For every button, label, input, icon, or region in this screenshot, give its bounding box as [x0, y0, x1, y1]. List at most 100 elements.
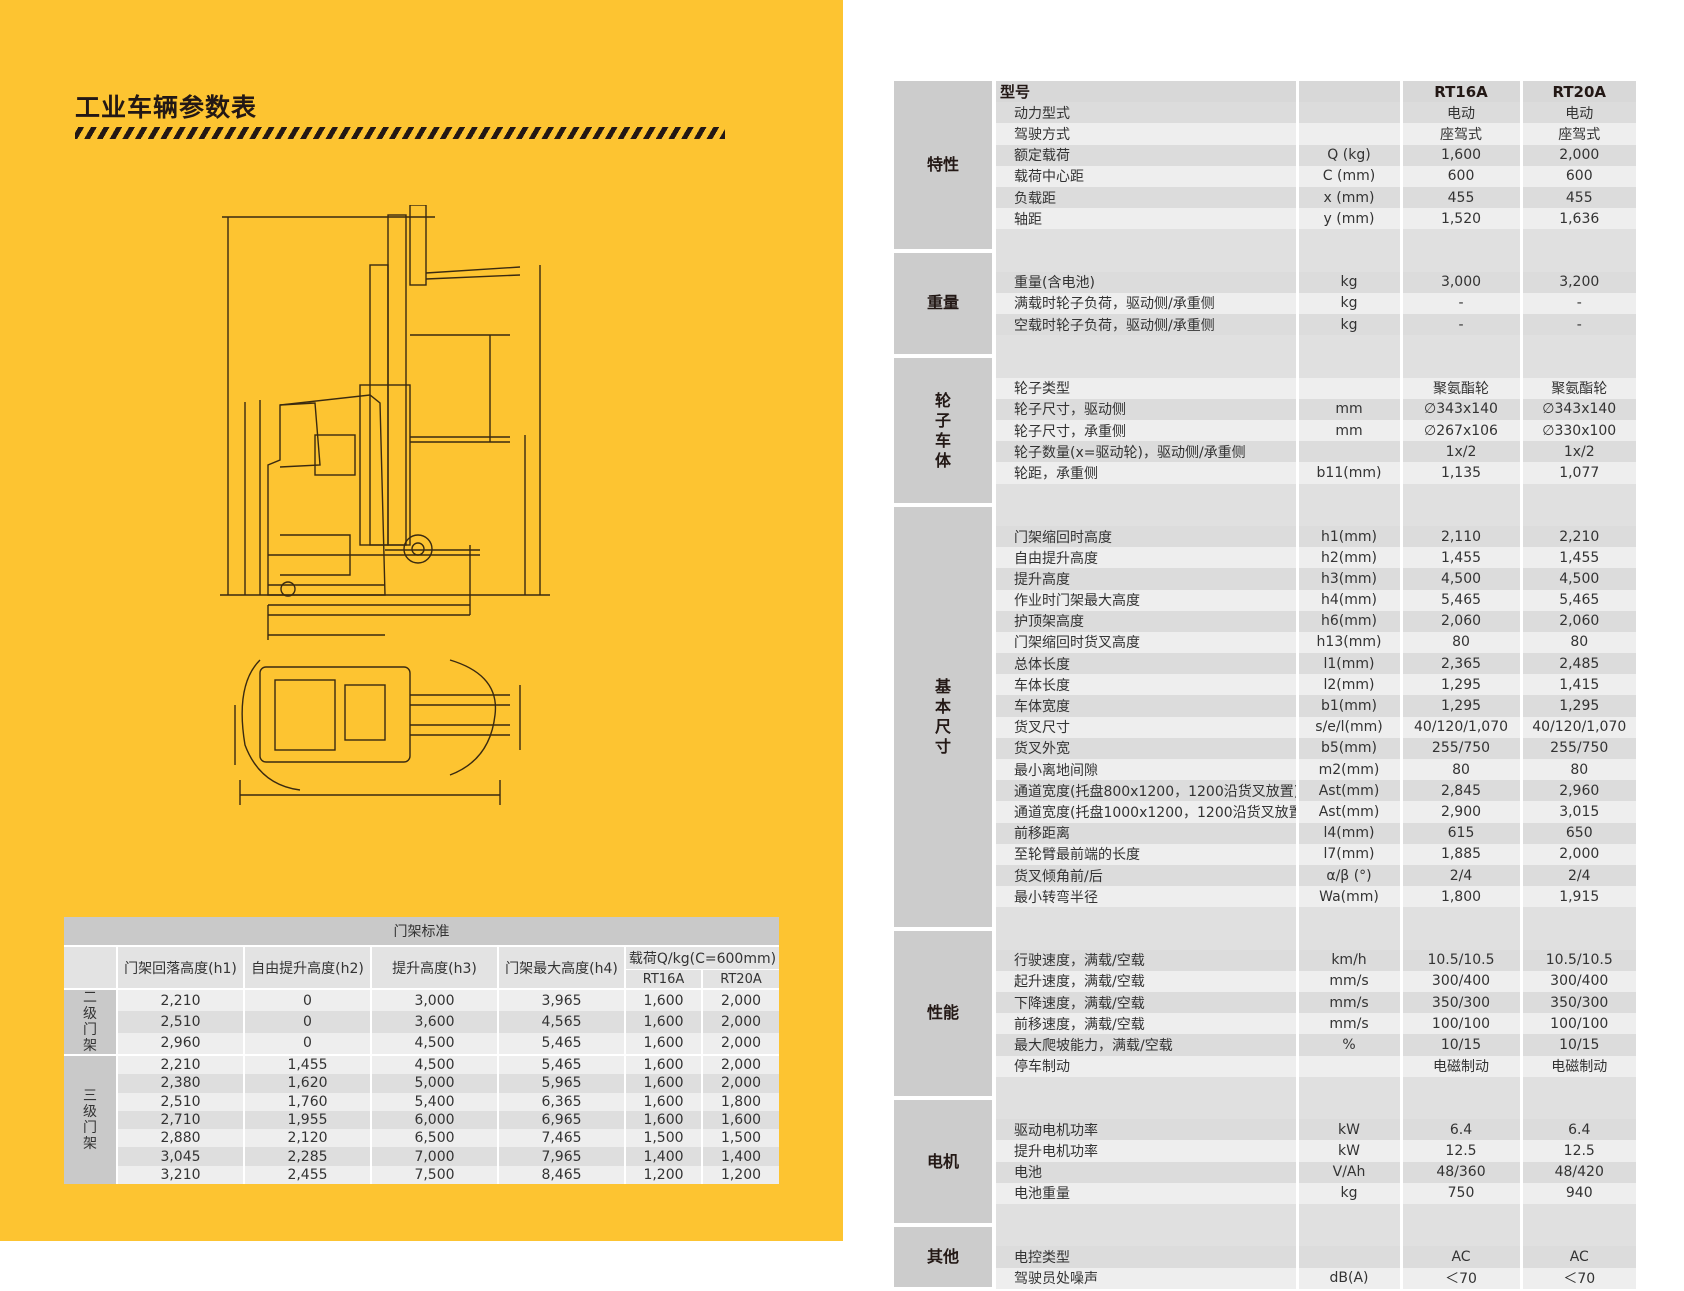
table-cell: 2,000 — [702, 1032, 779, 1055]
col-header-h4: 门架最大高度(h4) — [498, 946, 626, 989]
table-cell: 1,600 — [625, 1011, 703, 1033]
spec-cell-m2: ∅343x140 — [1521, 398, 1636, 420]
spec-header-m1: RT16A — [1401, 81, 1523, 103]
spec-cell-m2: 650 — [1521, 822, 1636, 844]
spec-cell-unit: s/e/l(mm) — [1297, 716, 1403, 738]
spec-cell-unit: % — [1297, 1034, 1403, 1056]
spec-cell-name: 货叉外宽 — [994, 737, 1299, 759]
spec-cell-m1: 1,600 — [1401, 144, 1523, 166]
spec-cell-unit: mm/s — [1297, 1013, 1403, 1035]
table-cell: 6,500 — [371, 1129, 499, 1148]
spec-cell-unit: h13(mm) — [1297, 631, 1403, 654]
spec-cell-m2: 2,060 — [1521, 610, 1636, 632]
spec-gap-row: 基本尺寸 — [894, 504, 1636, 931]
spec-gap-cell — [1401, 1076, 1523, 1098]
spec-cell-name: 空载时轮子负荷，驱动侧/承重侧 — [994, 314, 1299, 336]
section-label: 其他 — [894, 1225, 996, 1291]
spec-cell-m1: 1,135 — [1401, 462, 1523, 484]
spec-cell-unit: Wa(mm) — [1297, 886, 1403, 908]
spec-cell-m1: 48/360 — [1401, 1161, 1523, 1183]
table-cell: 3,000 — [371, 987, 499, 1012]
spec-gap-row: 性能 — [894, 928, 1636, 1100]
spec-cell-unit: h1(mm) — [1297, 525, 1403, 548]
spec-cell-unit: mm — [1297, 398, 1403, 420]
table-cell: 2,510 — [117, 1011, 245, 1033]
spec-header-m2: RT20A — [1521, 81, 1636, 103]
table-cell: 1,955 — [244, 1110, 372, 1130]
spec-gap-cell — [1401, 1098, 1523, 1120]
spec-cell-unit: Q (kg) — [1297, 144, 1403, 166]
spec-gap-cell — [994, 928, 1299, 950]
mast-table-container: 门架标准 门架回落高度(h1) 自由提升高度(h2) 提升高度(h3) 门架最大… — [64, 917, 779, 1185]
spec-cell-unit: h3(mm) — [1297, 568, 1403, 590]
spec-cell-name: 门架缩回时高度 — [994, 525, 1299, 548]
spec-cell-name: 车体宽度 — [994, 695, 1299, 717]
table-cell: 2,210 — [117, 1053, 245, 1075]
spec-cell-unit: mm — [1297, 420, 1403, 442]
table-cell: 3,600 — [371, 1011, 499, 1033]
spec-cell-name: 前移距离 — [994, 822, 1299, 844]
spec-gap-cell — [1521, 335, 1636, 357]
spec-cell-m2: 1,415 — [1521, 674, 1636, 696]
table-row: 2,960 0 4,500 5,465 1,600 2,000 — [64, 1032, 779, 1055]
spec-cell-unit: kW — [1297, 1140, 1403, 1162]
spec-cell-unit: mm/s — [1297, 992, 1403, 1014]
spec-cell-name: 自由提升高度 — [994, 547, 1299, 569]
spec-cell-m1: 1,800 — [1401, 886, 1523, 908]
mast-rect — [387, 214, 407, 546]
spec-cell-m1: 615 — [1401, 822, 1523, 844]
spec-gap-cell — [1401, 504, 1523, 526]
spec-cell-name: 车体长度 — [994, 674, 1299, 696]
spec-gap-cell — [1297, 335, 1403, 357]
spec-cell-name: 提升电机功率 — [994, 1140, 1299, 1162]
spec-cell-name: 最小转弯半径 — [994, 886, 1299, 908]
spec-gap-cell — [1521, 928, 1636, 950]
spec-cell-unit: h2(mm) — [1297, 547, 1403, 569]
spec-gap-cell — [1401, 250, 1523, 272]
spec-cell-unit: Ast(mm) — [1297, 801, 1403, 823]
spec-cell-name: 电池重量 — [994, 1182, 1299, 1204]
drive-wheel — [280, 581, 296, 597]
table-cell: 0 — [244, 1011, 372, 1033]
spec-cell-unit: l7(mm) — [1297, 843, 1403, 865]
spec-cell-m2: 2,000 — [1521, 843, 1636, 865]
table-cell: 5,000 — [371, 1074, 499, 1093]
spec-cell-name: 驱动电机功率 — [994, 1119, 1299, 1141]
table-row: 2,710 1,955 6,000 6,965 1,600 1,600 — [64, 1110, 779, 1130]
spec-cell-unit: km/h — [1297, 949, 1403, 971]
spec-gap-cell — [1521, 1076, 1636, 1098]
spec-gap-cell — [1521, 1098, 1636, 1120]
spec-gap-cell — [1297, 483, 1403, 505]
spec-cell-m2: 3,200 — [1521, 271, 1636, 293]
spec-cell-name: 载荷中心距 — [994, 165, 1299, 187]
spec-cell-name: 总体长度 — [994, 653, 1299, 675]
spec-cell-m2: 2,210 — [1521, 525, 1636, 548]
table-cell: 1,400 — [702, 1147, 779, 1166]
spec-gap-cell — [1297, 907, 1403, 929]
hazard-stripe-divider — [75, 127, 725, 139]
spec-cell-m1: 1,520 — [1401, 208, 1523, 230]
table-cell: 2,880 — [117, 1129, 245, 1148]
col-header-model-2: RT20A — [702, 969, 779, 989]
table-cell: 7,500 — [371, 1165, 499, 1185]
spec-cell-name: 电池 — [994, 1161, 1299, 1183]
spec-cell-m1: 6.4 — [1401, 1119, 1523, 1141]
spec-gap-row: 重量 — [894, 250, 1636, 359]
table-cell: 1,760 — [244, 1092, 372, 1111]
table-row: 二级门架 2,210 0 3,000 3,965 1,600 2,000 — [64, 987, 779, 1055]
spec-cell-unit: kg — [1297, 1182, 1403, 1204]
